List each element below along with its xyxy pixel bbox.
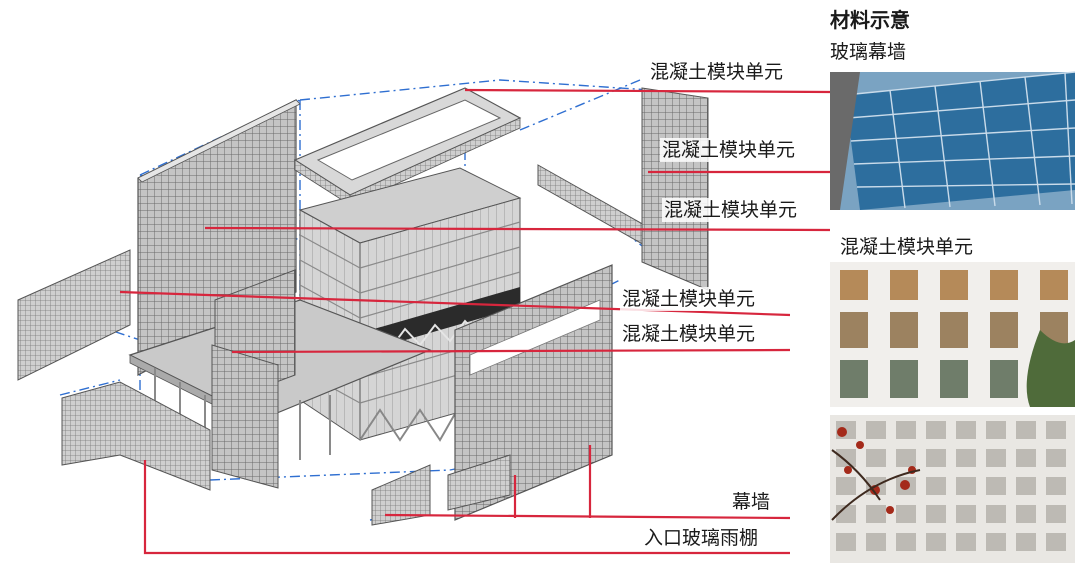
grid-cell	[1046, 477, 1066, 495]
glass-curtain-wall-photo	[830, 71, 1076, 210]
grid-cell	[1046, 533, 1066, 551]
grid-cell	[956, 533, 976, 551]
grid-cell	[956, 421, 976, 439]
grid-cell	[926, 477, 946, 495]
grid-cell	[866, 449, 886, 467]
grid-cell	[836, 505, 856, 523]
grid-cell	[1046, 421, 1066, 439]
grid-cell	[1016, 505, 1036, 523]
far-left-concrete-panel	[17, 249, 131, 381]
grid-cell	[896, 533, 916, 551]
bottom-left-concrete-panel	[61, 381, 211, 491]
grid-cell	[956, 449, 976, 467]
grid-cell	[866, 421, 886, 439]
callout-concrete-module-5: 混凝土模块单元	[620, 322, 758, 346]
grid-cell	[926, 449, 946, 467]
grid-cell	[986, 421, 1006, 439]
grid-cell	[1016, 449, 1036, 467]
callout-curtain-wall: 幕墙	[730, 490, 773, 514]
curtain-wall-pieces	[371, 454, 511, 526]
legend-title: 材料示意	[828, 8, 912, 32]
callout-concrete-module-3: 混凝土模块单元	[662, 198, 800, 222]
grid-cell	[896, 505, 916, 523]
grid-cell	[896, 421, 916, 439]
grid-cell	[896, 449, 916, 467]
roof-frame-module	[293, 87, 522, 206]
grid-cell	[956, 505, 976, 523]
grid-cell	[986, 449, 1006, 467]
grid-cell	[986, 477, 1006, 495]
grid-cell	[1046, 449, 1066, 467]
callout-entrance-glass-canopy: 入口玻璃雨棚	[642, 526, 761, 550]
grid-cell	[866, 505, 886, 523]
grid-cell	[926, 505, 946, 523]
grid-cell	[836, 533, 856, 551]
leader-lines	[119, 88, 831, 555]
grid-cell	[956, 477, 976, 495]
callout-concrete-module-1: 混凝土模块单元	[648, 60, 786, 84]
grid-cell	[1016, 421, 1036, 439]
grid-cell	[866, 533, 886, 551]
grid-cell	[926, 421, 946, 439]
grid-cell	[986, 533, 1006, 551]
concrete-module-legend-label: 混凝土模块单元	[838, 235, 976, 259]
concrete-module-photo-1	[830, 262, 1075, 407]
grid-cell	[986, 505, 1006, 523]
grid-cell	[1046, 505, 1066, 523]
glass-curtain-wall-label: 玻璃幕墙	[828, 40, 909, 64]
grid-cell	[836, 449, 856, 467]
callout-concrete-module-2: 混凝土模块单元	[660, 138, 798, 162]
grid-cell	[1016, 533, 1036, 551]
callout-concrete-module-4: 混凝土模块单元	[620, 287, 758, 311]
front-left-concrete-panel	[211, 344, 279, 489]
right-tall-concrete-panel	[641, 87, 709, 291]
grid-cell	[836, 477, 856, 495]
grid-cell	[1016, 477, 1036, 495]
grid-cell	[926, 533, 946, 551]
concrete-module-photo-2	[830, 415, 1075, 563]
right-large-concrete-panel	[454, 264, 613, 521]
